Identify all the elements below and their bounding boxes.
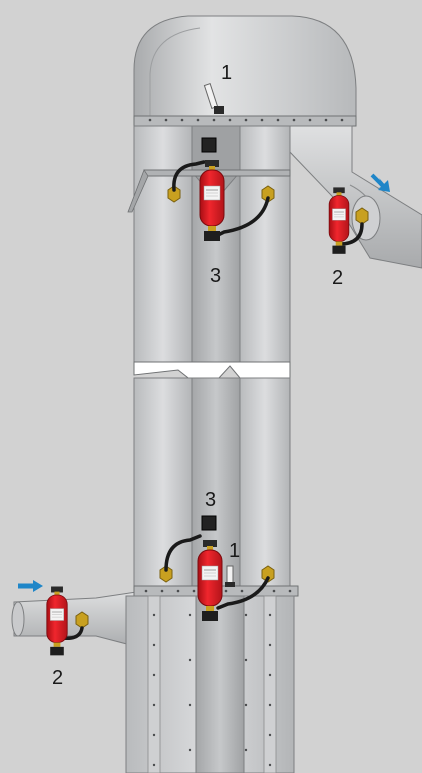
extinguisher-top (199, 137, 225, 242)
label-extinguisher-left: 2 (52, 667, 64, 689)
sensor-top (203, 83, 224, 114)
label-extinguisher-right: 2 (332, 267, 344, 289)
flow-arrow-icon (18, 580, 43, 592)
label-sensor-top: 1 (221, 62, 233, 84)
label-extinguisher-bottom: 3 (205, 489, 217, 511)
flow-arrow-icon (370, 173, 390, 192)
label-sensor-bottom: 1 (229, 540, 241, 562)
sensor-bottom (225, 565, 235, 587)
label-extinguisher-top: 3 (210, 265, 222, 287)
extinguisher-bottom (197, 515, 223, 622)
extinguisher-left (46, 586, 68, 656)
